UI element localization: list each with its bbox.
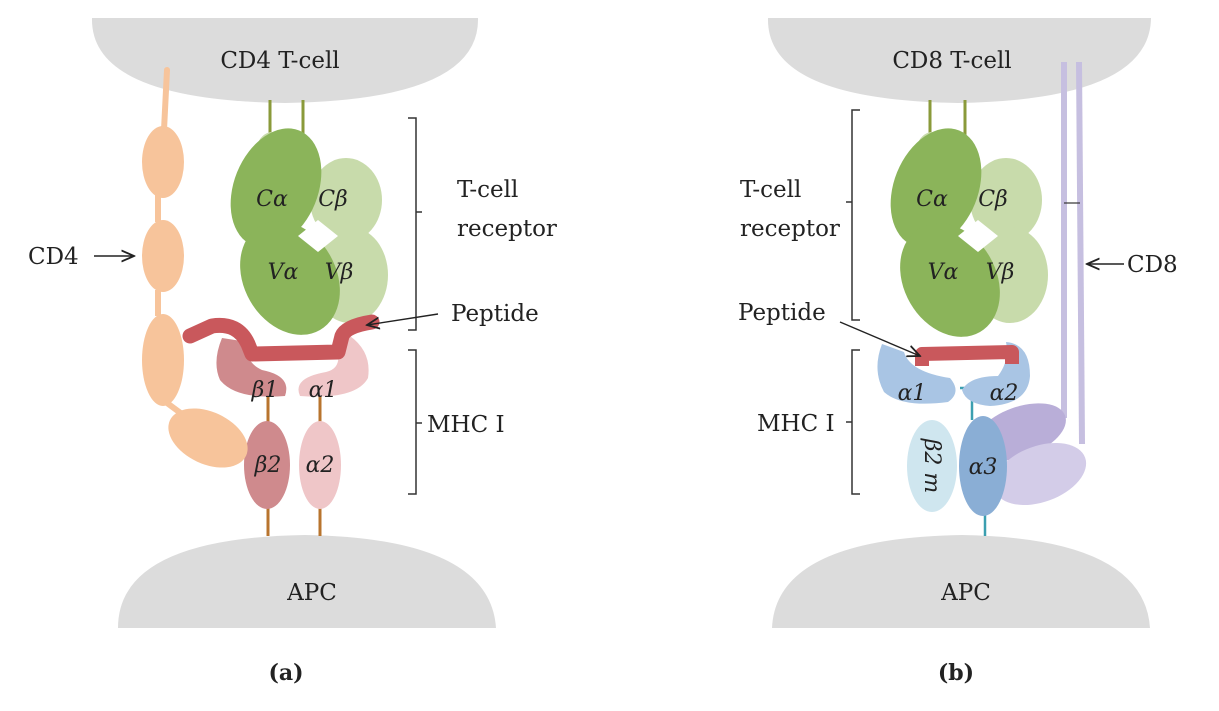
mhc-bracket-a bbox=[408, 349, 422, 495]
panel-a: CD4 T-cell APC CD4 T-cell receptor Pepti… bbox=[28, 18, 557, 686]
tcr-bracket-a bbox=[408, 117, 422, 331]
tcr-label-line2-b: receptor bbox=[740, 216, 840, 242]
cd4-label: CD4 bbox=[28, 244, 79, 270]
cd4-coreceptor bbox=[142, 67, 248, 468]
c-alpha-label-a: Cα bbox=[256, 187, 288, 212]
c-alpha-label-b: Cα bbox=[916, 187, 948, 212]
cd4-t-cell-shape bbox=[91, 18, 479, 103]
mhc-bracket-b bbox=[846, 349, 860, 495]
peptide-arrow-b bbox=[839, 321, 920, 356]
c-beta-domain-a bbox=[310, 158, 382, 242]
cd8-label: CD8 bbox=[1127, 252, 1178, 278]
mhc-stalks-a bbox=[266, 395, 322, 536]
v-beta-label-b: Vβ bbox=[986, 260, 1015, 285]
v-alpha-domain-a bbox=[240, 221, 340, 335]
v-alpha-label-b: Vα bbox=[928, 260, 959, 285]
cd8-t-cell-label: CD8 T-cell bbox=[892, 48, 1011, 74]
alpha2-label-b: α2 bbox=[990, 381, 1019, 406]
alpha1-label-b: α1 bbox=[898, 381, 927, 406]
peptide-label-b: Peptide bbox=[738, 300, 826, 326]
beta1-label-a: β1 bbox=[251, 378, 279, 403]
alpha2-domain-a bbox=[299, 421, 341, 509]
beta2m-label-b: β2 m bbox=[919, 438, 944, 494]
c-beta-domain-b bbox=[970, 158, 1042, 242]
peptide-arrow-a bbox=[367, 313, 439, 325]
peptide-a bbox=[182, 314, 380, 362]
tcr-stalks-b bbox=[928, 100, 967, 135]
tcr-label-line1-a: T-cell bbox=[457, 177, 518, 203]
peptide-b bbox=[915, 345, 1019, 366]
tcr-stalks-a bbox=[268, 100, 305, 135]
beta2-label-a: β2 bbox=[254, 453, 282, 478]
c-alpha-domain-b bbox=[890, 128, 982, 248]
alpha3-label-b: α3 bbox=[969, 455, 998, 480]
mhc-label-b: MHC I bbox=[757, 411, 835, 437]
cd4-t-cell-label: CD4 T-cell bbox=[220, 48, 339, 74]
alpha1-label-a: α1 bbox=[309, 378, 338, 403]
tcr-label-line1-b: T-cell bbox=[740, 177, 801, 203]
apc-label-a: APC bbox=[286, 580, 337, 606]
alpha2-label-a: α2 bbox=[306, 453, 335, 478]
tcr-label-line2-a: receptor bbox=[457, 216, 557, 242]
caption-b: (b) bbox=[938, 660, 974, 686]
beta2m-domain-b bbox=[907, 420, 957, 512]
apc-cell-shape-a bbox=[118, 535, 496, 628]
c-beta-label-b: Cβ bbox=[978, 187, 1008, 212]
mhc-label-a: MHC I bbox=[427, 412, 505, 438]
apc-label-b: APC bbox=[940, 580, 991, 606]
v-alpha-domain-b bbox=[900, 223, 1000, 337]
peptide-label-a: Peptide bbox=[451, 301, 539, 327]
caption-a: (a) bbox=[268, 660, 303, 686]
alpha1-domain-b bbox=[877, 344, 956, 404]
tcr-complex-a bbox=[230, 128, 388, 335]
c-beta-label-a: Cβ bbox=[318, 187, 348, 212]
beta2-domain-a bbox=[244, 421, 290, 509]
apc-cell-shape-b bbox=[772, 535, 1150, 628]
tcr-complex-b bbox=[890, 128, 1048, 337]
v-beta-label-a: Vβ bbox=[325, 260, 354, 285]
cd8-t-cell-shape bbox=[767, 18, 1151, 103]
panel-b: CD8 T-cell APC CD8 T-cell receptor Pepti… bbox=[738, 18, 1178, 686]
alpha1-domain-a bbox=[298, 336, 369, 397]
alpha3-domain-b bbox=[959, 416, 1007, 516]
c-alpha-domain-a bbox=[230, 128, 322, 248]
tcr-bracket-b bbox=[846, 109, 860, 321]
beta1-domain-a bbox=[216, 338, 287, 397]
v-alpha-label-a: Vα bbox=[268, 260, 299, 285]
